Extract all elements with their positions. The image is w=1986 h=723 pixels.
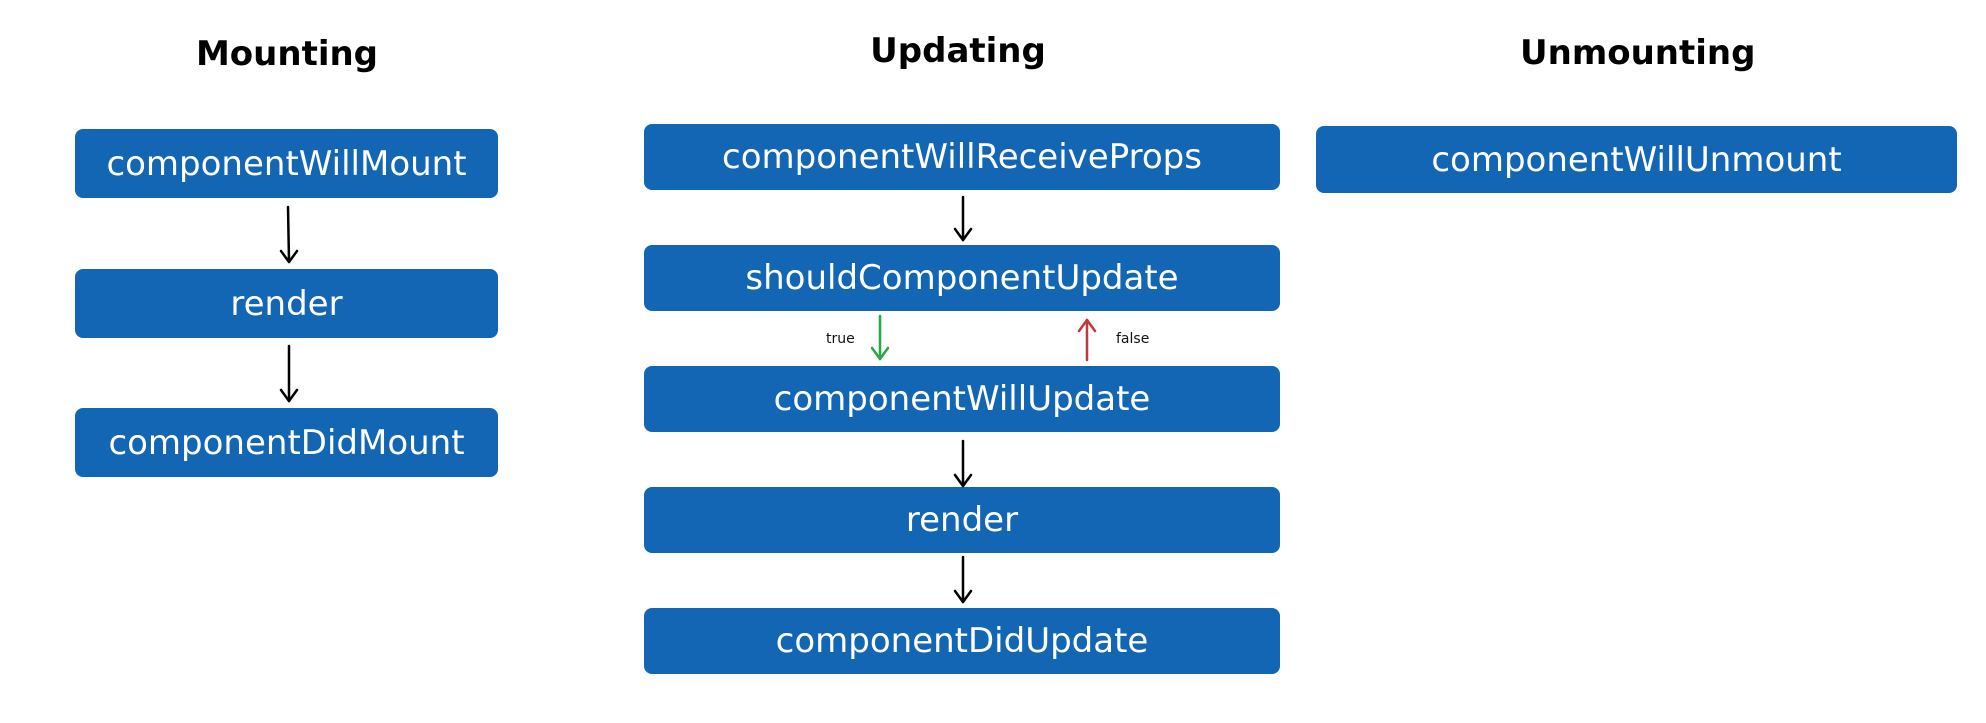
updating-title: Updating xyxy=(870,31,1046,71)
updating-arrow-2 xyxy=(953,439,973,488)
updating-node-componentdidupdate: componentDidUpdate xyxy=(644,608,1280,674)
true-arrow xyxy=(870,314,890,361)
false-arrow xyxy=(1077,318,1097,362)
true-edge-label: true xyxy=(826,331,855,347)
updating-arrow-3 xyxy=(953,555,973,604)
updating-node-render: render xyxy=(644,487,1280,553)
unmounting-node-componentwillunmount: componentWillUnmount xyxy=(1316,126,1957,193)
mounting-node-render: render xyxy=(75,269,498,338)
updating-node-componentwillreceiveprops: componentWillReceiveProps xyxy=(644,124,1280,190)
updating-node-componentwillupdate: componentWillUpdate xyxy=(644,366,1280,432)
mounting-node-componentdidmount: componentDidMount xyxy=(75,408,498,477)
false-edge-label: false xyxy=(1116,331,1150,347)
mounting-arrow-1 xyxy=(279,205,299,264)
updating-node-shouldcomponentupdate: shouldComponentUpdate xyxy=(644,245,1280,311)
mounting-title: Mounting xyxy=(195,34,379,74)
mounting-arrow-2 xyxy=(279,344,299,403)
unmounting-title: Unmounting xyxy=(1520,33,1756,73)
mounting-node-componentwillmount: componentWillMount xyxy=(75,129,498,198)
updating-arrow-1 xyxy=(953,195,973,242)
